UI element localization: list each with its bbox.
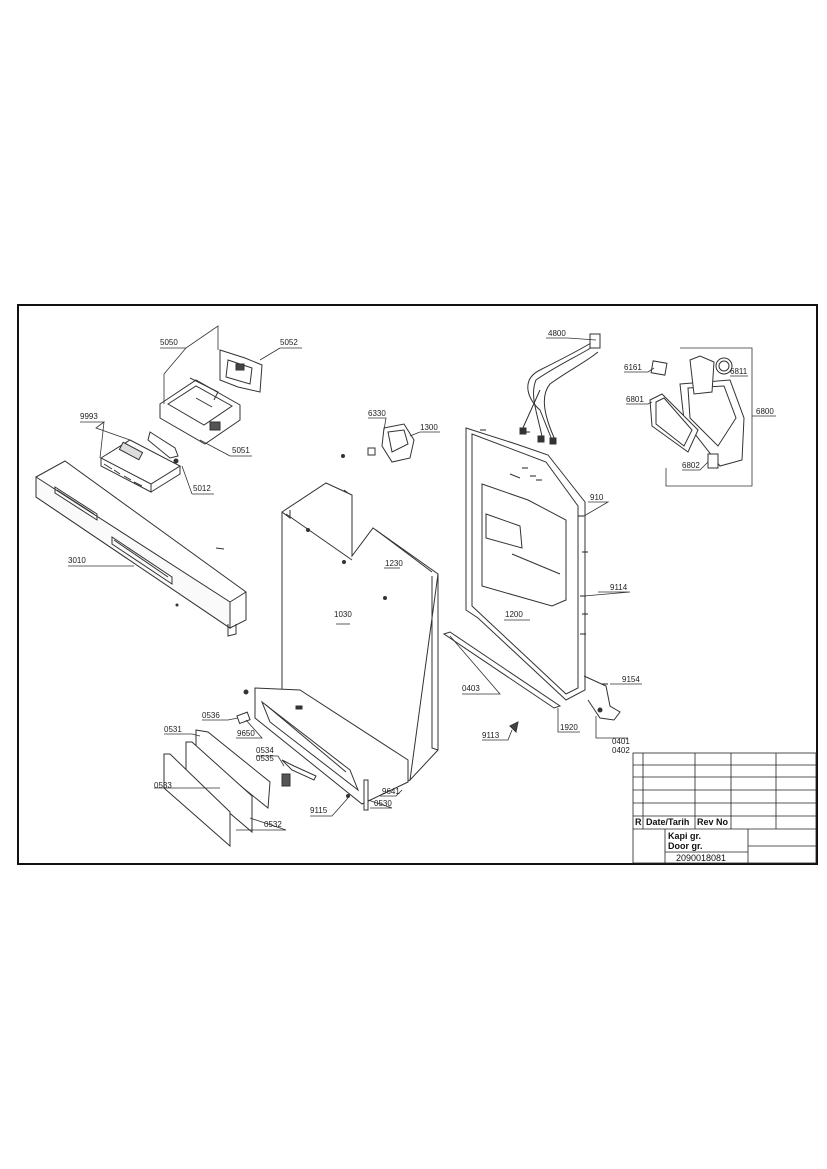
drawing-frame: [17, 304, 818, 865]
label-6802: 6802: [682, 461, 700, 470]
label-910: 910: [590, 493, 604, 502]
callout-labels: 4800 6161 6811 6801 6800 6802 5050 5052 …: [68, 329, 774, 829]
control-board: [99, 431, 182, 493]
label-4800: 4800: [548, 329, 566, 338]
label-6161: 6161: [624, 363, 642, 372]
leader-lines: [68, 325, 776, 831]
outer-door-frame: [465, 427, 621, 721]
label-0401: 0401: [612, 737, 630, 746]
label-9113: 9113: [482, 731, 500, 740]
label-0536: 0536: [202, 711, 220, 720]
label-6800: 6800: [756, 407, 774, 416]
label-5052: 5052: [280, 338, 298, 347]
label-9114: 9114: [610, 583, 628, 592]
parts-artwork: [35, 333, 745, 848]
drawing-number: 2090018081: [676, 853, 726, 863]
panel-bracket: [219, 349, 263, 393]
screws: [480, 429, 608, 685]
label-0534: 0534: [256, 746, 274, 755]
label-0403: 0403: [462, 684, 480, 693]
group-name-tr: Kapi gr.: [668, 831, 701, 841]
label-9154: 9154: [622, 675, 640, 684]
rinse-aid-assembly: [341, 423, 415, 463]
label-6801: 6801: [626, 395, 644, 404]
label-0533: 0533: [154, 781, 172, 790]
label-3010: 3010: [68, 556, 86, 565]
label-5012: 5012: [193, 484, 211, 493]
label-1230: 1230: [385, 559, 403, 568]
label-0531: 0531: [164, 725, 182, 734]
rev-no-label: Rev No: [697, 817, 729, 827]
label-9641: 9641: [382, 787, 400, 796]
label-1030: 1030: [334, 610, 352, 619]
control-panel-fascia: [35, 460, 247, 637]
label-1200: 1200: [505, 610, 523, 619]
title-block-text: R Date/Tarih Rev No Kapi gr. Door gr. 20…: [635, 817, 729, 863]
label-0530: 0530: [374, 799, 392, 808]
label-9115: 9115: [310, 806, 328, 815]
label-0402: 0402: [612, 746, 630, 755]
group-name-en: Door gr.: [668, 841, 703, 851]
label-5050: 5050: [160, 338, 178, 347]
date-label: Date/Tarih: [646, 817, 689, 827]
title-block: [632, 752, 817, 864]
hinge-clip: [509, 721, 519, 734]
handle-profiles: [163, 711, 369, 848]
bottom-seal-strip: [442, 631, 562, 709]
label-9993: 9993: [80, 412, 98, 421]
lower-door-panel: [243, 687, 409, 805]
detergent-dispenser: [649, 355, 745, 469]
label-6330: 6330: [368, 409, 386, 418]
panel-frame: [159, 377, 241, 445]
label-9650: 9650: [237, 729, 255, 738]
label-6811: 6811: [730, 367, 748, 376]
label-0532: 0532: [264, 820, 282, 829]
rev-mark: R: [635, 817, 642, 827]
label-1920: 1920: [560, 723, 578, 732]
label-5051: 5051: [232, 446, 250, 455]
wire-harness: [519, 333, 601, 445]
label-1300: 1300: [420, 423, 438, 432]
label-0535: 0535: [256, 754, 274, 763]
